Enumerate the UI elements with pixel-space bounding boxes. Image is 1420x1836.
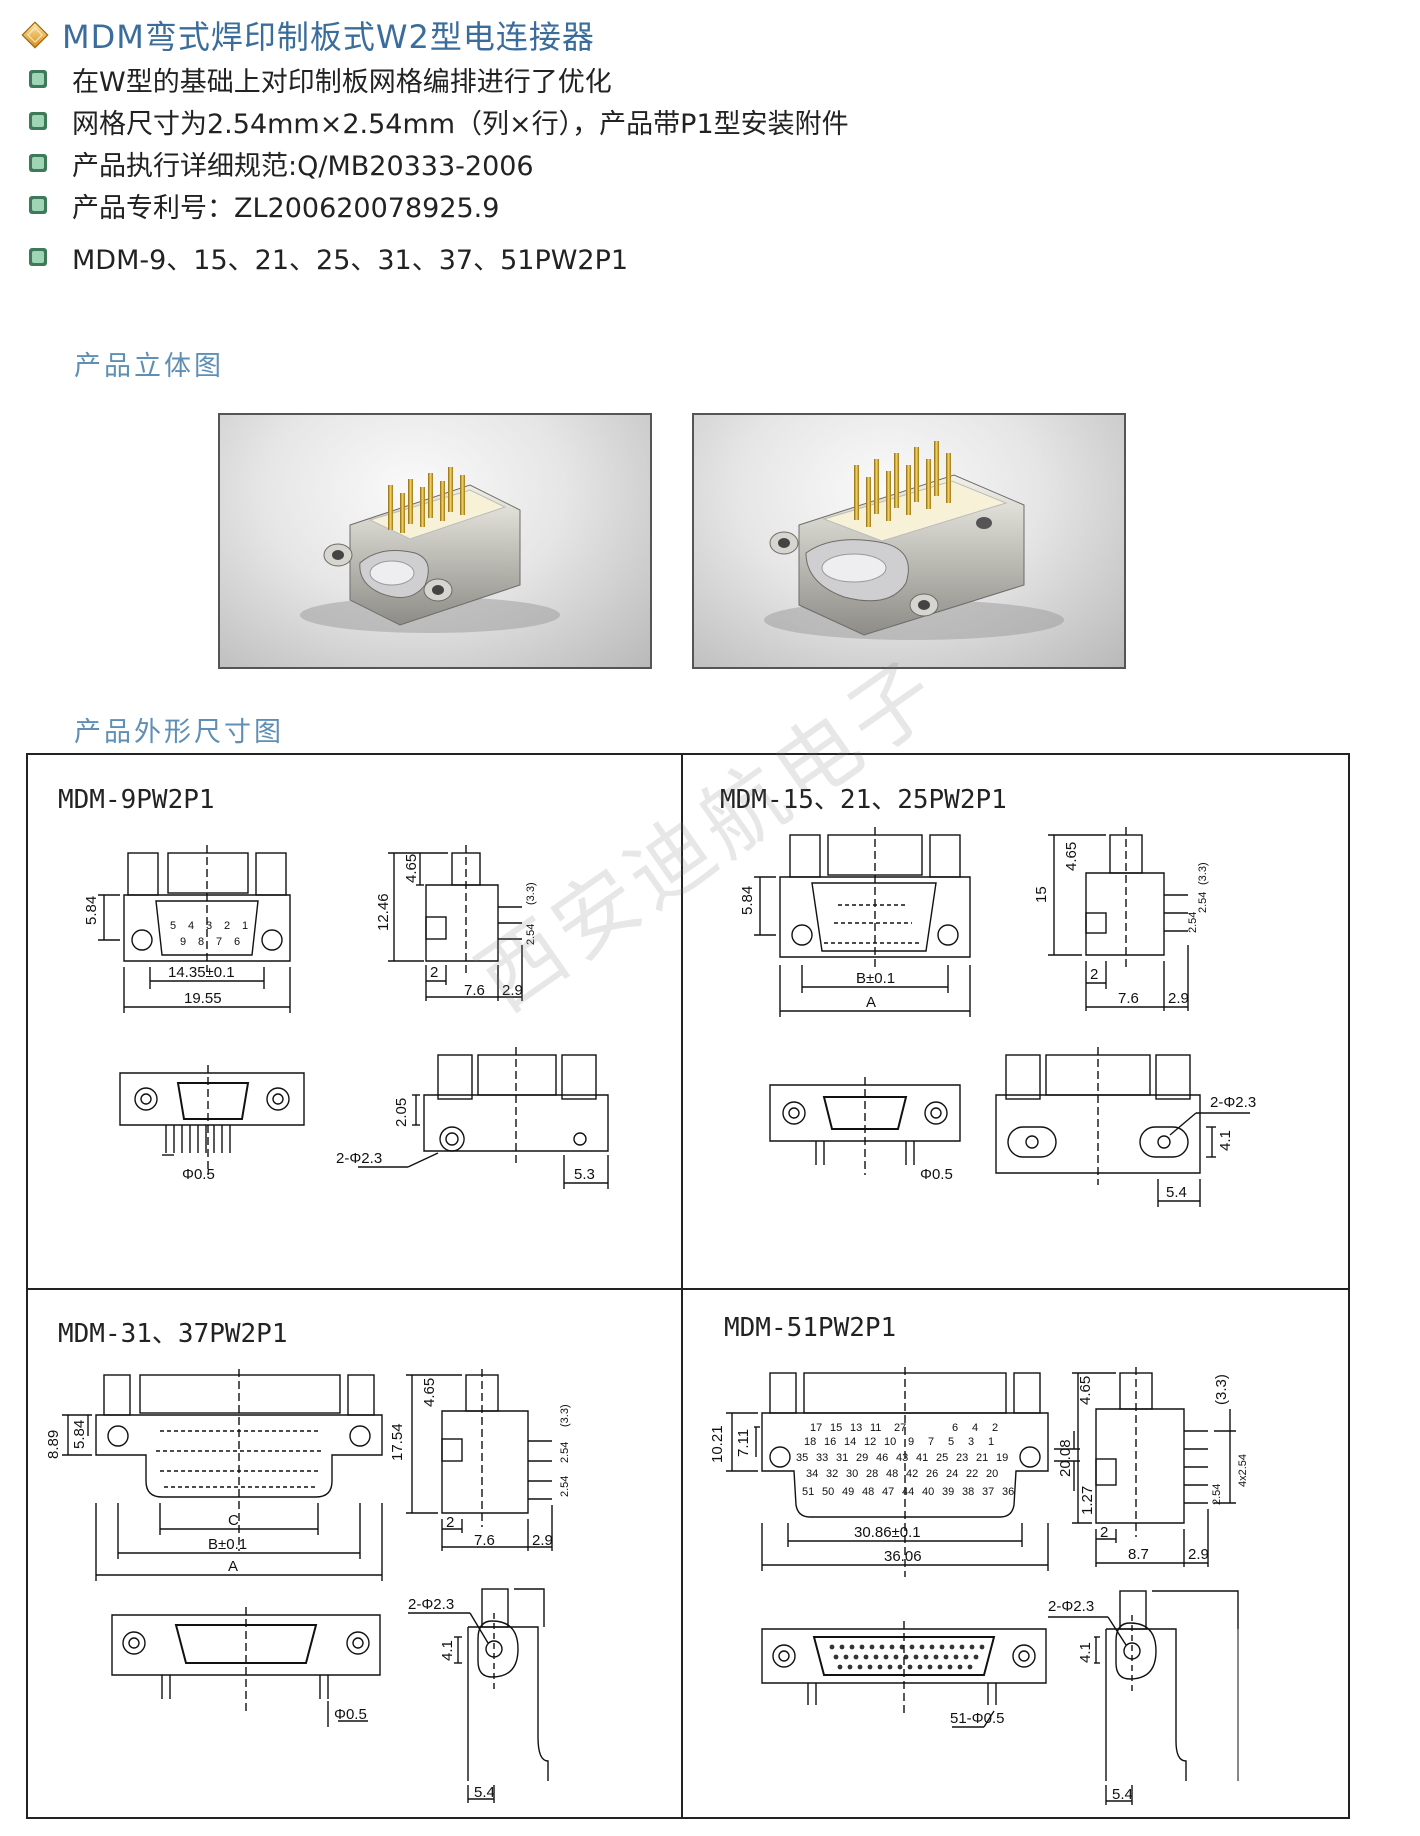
- connector-render: [764, 441, 1064, 640]
- bullet-text: 产品专利号：ZL200620078925.9: [72, 192, 500, 224]
- bullet-item: 产品执行详细规范:Q/MB20333-2006: [28, 142, 849, 184]
- drawing-title: MDM-51PW2P1: [724, 1313, 897, 1343]
- bullet-item: 产品专利号：ZL200620078925.9: [28, 184, 849, 226]
- bullet-square-icon: [29, 154, 47, 172]
- drawing-title: MDM-31、37PW2P1: [58, 1319, 288, 1349]
- diamond-icon: [21, 21, 49, 49]
- bullet-list: 在W型的基础上对印制板网格编排进行了优化 网格尺寸为2.54mm×2.54mm（…: [28, 58, 849, 278]
- bullet-square-icon: [29, 196, 47, 214]
- photo-section-title: 产品立体图: [74, 351, 224, 382]
- title-row: MDM弯式焊印制板式W2型电连接器: [20, 12, 595, 58]
- drawing-mdm-51-svg: [726, 1367, 1239, 1805]
- drawing-section-title: 产品外形尺寸图: [74, 717, 284, 748]
- drawing-mdm-9: MDM-9PW2P1: [28, 755, 682, 1289]
- drawing-title: MDM-9PW2P1: [58, 785, 215, 815]
- bullet-square-icon: [29, 248, 47, 266]
- drawing-mdm-31-37: MDM-31、37PW2P1: [28, 1291, 682, 1817]
- drawing-mdm-9-svg: [98, 845, 609, 1189]
- bullet-item: 在W型的基础上对印制板网格编排进行了优化: [28, 58, 849, 100]
- drawing-mdm-51: MDM-51PW2P1: [684, 1291, 1348, 1817]
- bullet-item: MDM-9、15、21、25、31、37、51PW2P1: [28, 236, 849, 278]
- bullet-text: MDM-9、15、21、25、31、37、51PW2P1: [72, 244, 629, 276]
- sheet-dividers: [28, 755, 1348, 1817]
- bullet-text: 在W型的基础上对印制板网格编排进行了优化: [72, 66, 612, 98]
- bullet-text: 产品执行详细规范:Q/MB20333-2006: [72, 150, 534, 182]
- bullet-square-icon: [29, 112, 47, 130]
- drawing-mdm-15-svg: [754, 827, 1250, 1207]
- bullet-item: 网格尺寸为2.54mm×2.54mm（列×行），产品带P1型安装附件: [28, 100, 849, 142]
- bullet-square-icon: [29, 70, 47, 88]
- bullet-text: 网格尺寸为2.54mm×2.54mm（列×行），产品带P1型安装附件: [72, 108, 849, 140]
- connector-render: [300, 467, 560, 633]
- pin-grid: [829, 1644, 985, 1670]
- page-title: MDM弯式焊印制板式W2型电连接器: [62, 18, 595, 56]
- drawing-title: MDM-15、21、25PW2P1: [720, 785, 1007, 815]
- drawing-mdm-31-svg: [62, 1369, 553, 1803]
- product-photo-9pin: [218, 413, 652, 669]
- product-photo-15pin: [692, 413, 1126, 669]
